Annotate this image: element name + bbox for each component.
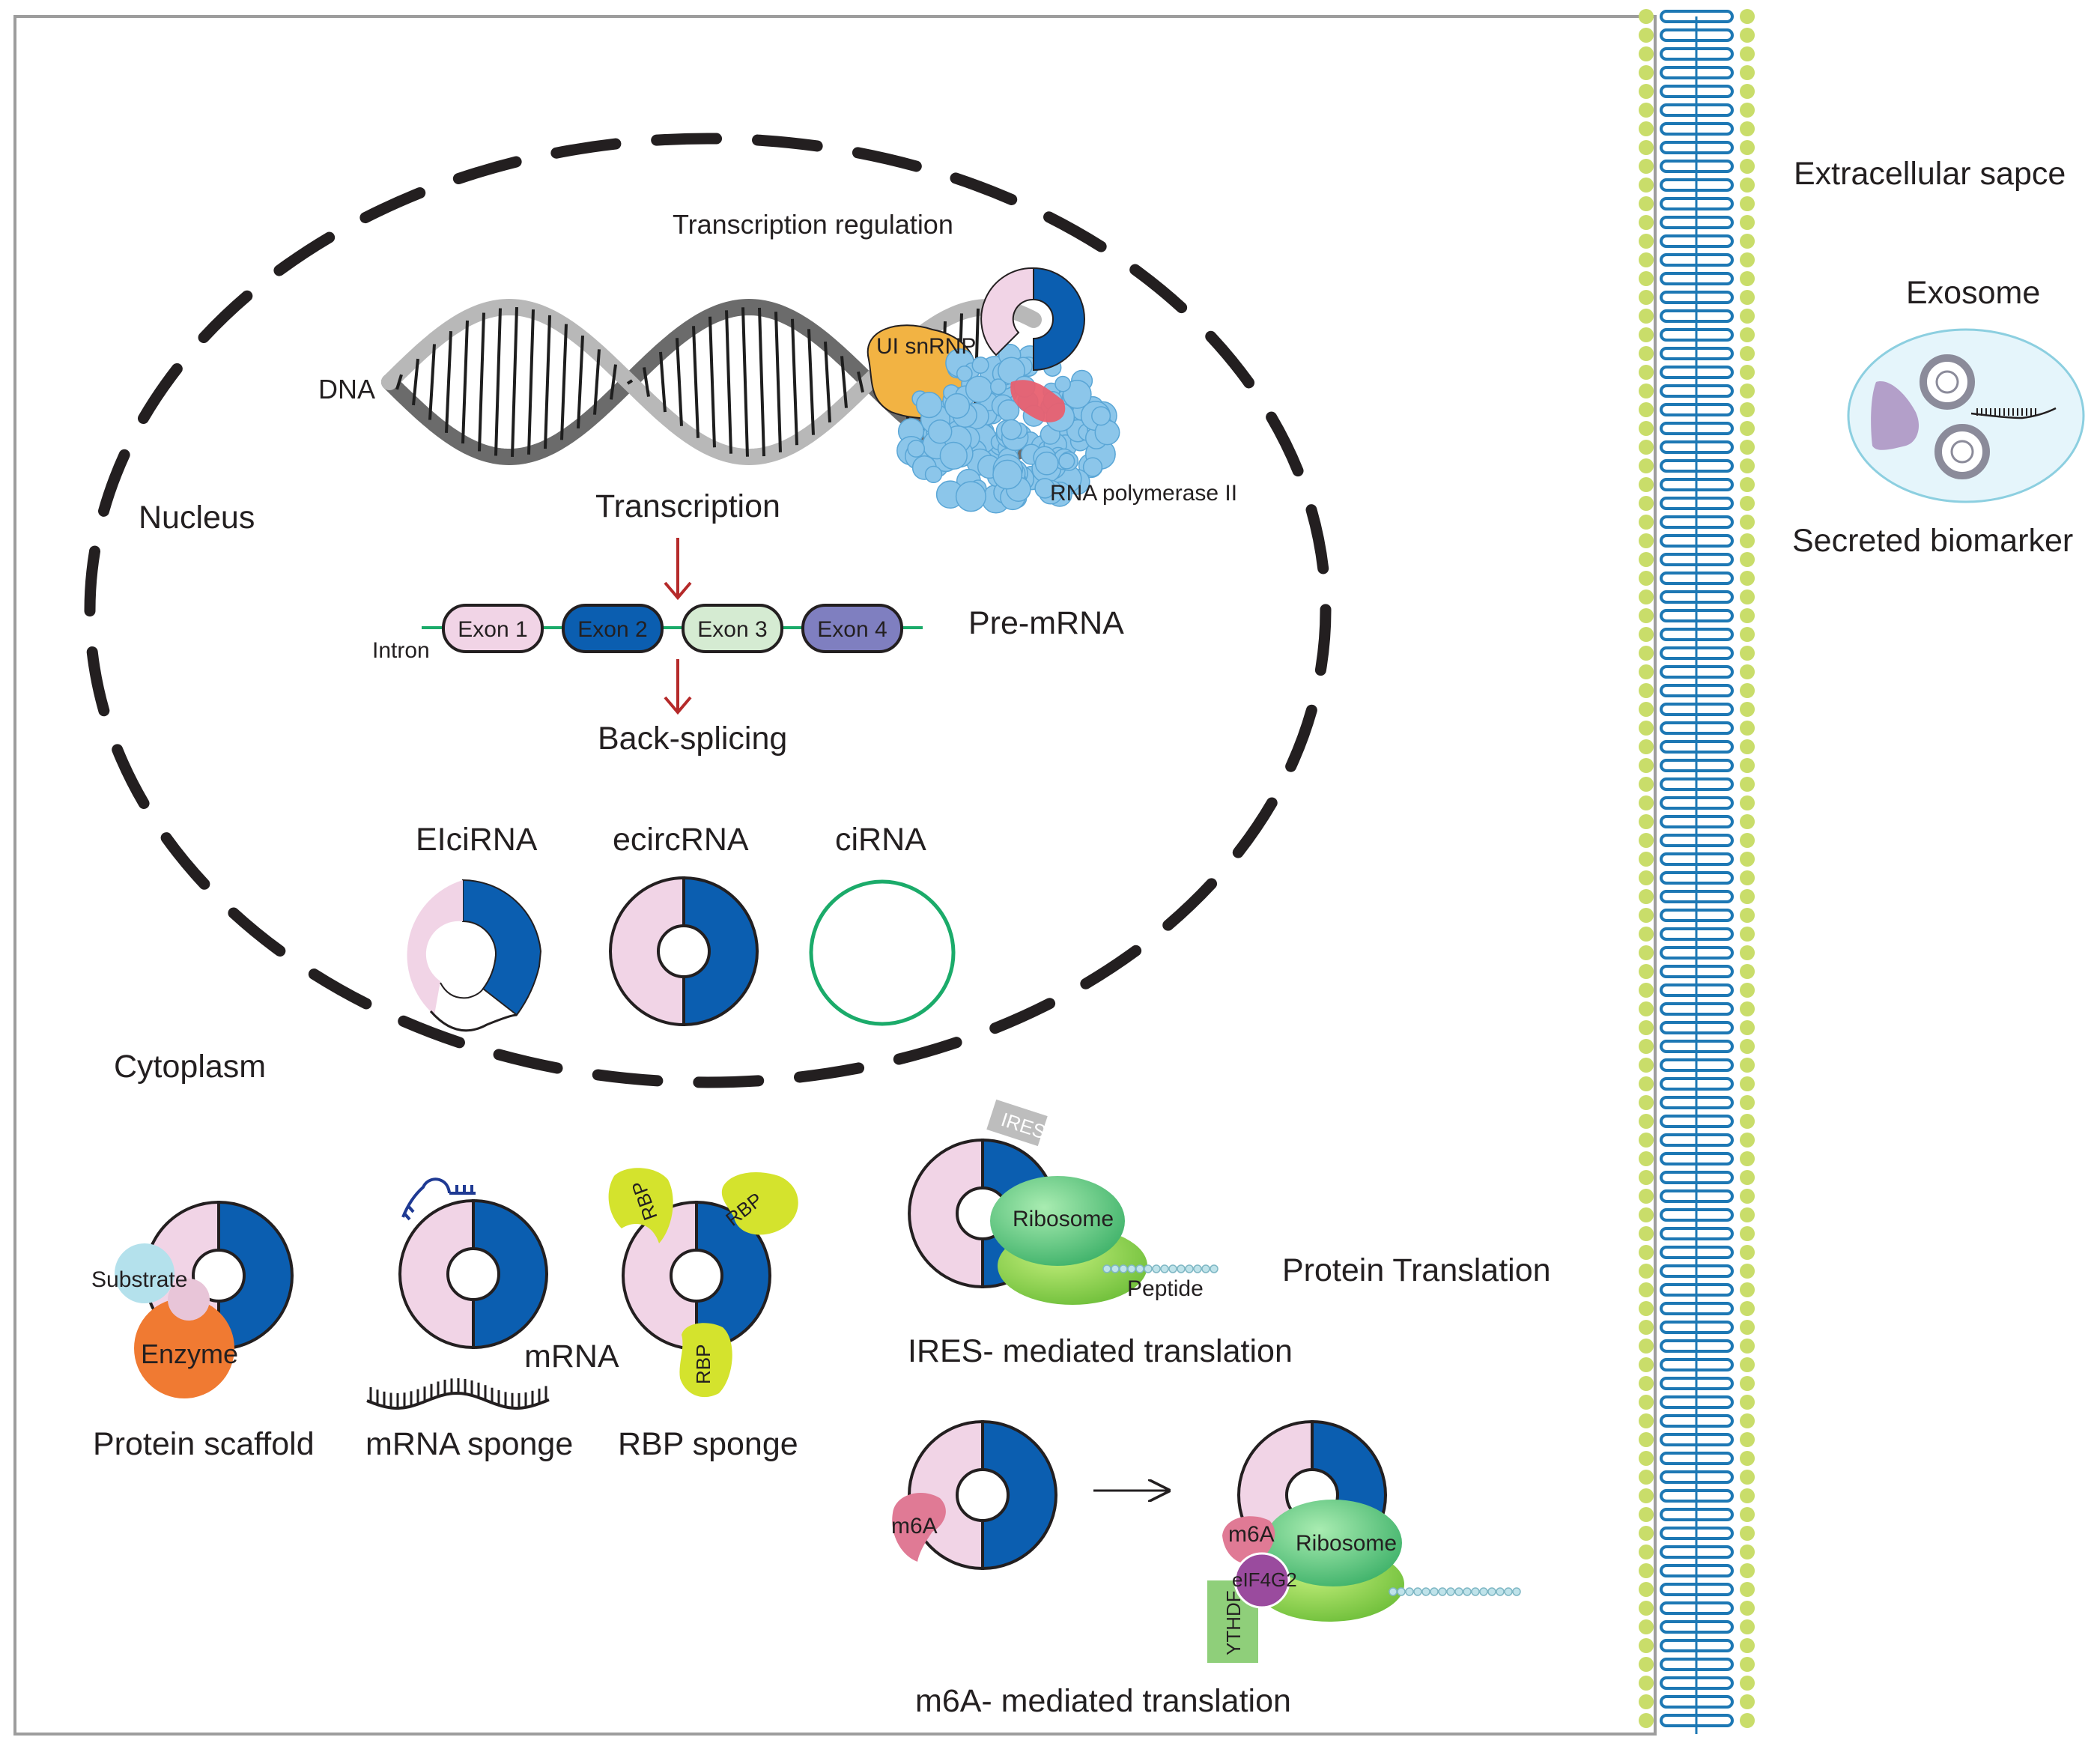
cirna-ring (809, 879, 956, 1026)
peptide-chain-m6a (1389, 1587, 1521, 1596)
exon-1-label: Exon 1 (458, 617, 527, 642)
m6a-ribosome (1254, 1500, 1404, 1622)
mrna-label: mRNA (524, 1339, 619, 1374)
mirna-hairpin-icon (401, 1177, 476, 1221)
enzyme-blob (134, 1298, 234, 1398)
substrate-connector (168, 1279, 210, 1321)
nucleus-label: Nucleus (139, 500, 255, 536)
ires-ribosome (990, 1176, 1147, 1305)
m6a-blob-right (1222, 1516, 1275, 1565)
cell-frame (13, 15, 1657, 1736)
transcription-arrow (664, 538, 692, 601)
dna-label: DNA (318, 374, 375, 404)
ires-translation-label: IRES- mediated translation (908, 1333, 1293, 1369)
rna-polymerase-ii (896, 343, 1120, 514)
enzyme-label: Enzyme (141, 1339, 238, 1369)
exosome-circrna-bottom-inner (1950, 440, 1974, 464)
extracellular-space-label: Extracellular sapce (1794, 156, 2066, 192)
polymerase-active-site (1010, 380, 1066, 422)
exosome-protein-icon (1871, 381, 1920, 450)
exon-4-label: Exon 4 (817, 617, 887, 642)
eif4g2-label: eIF4G2 (1232, 1568, 1297, 1591)
ribosome-label-m6a: Ribosome (1296, 1531, 1397, 1556)
rbp-sponge-label: RBP sponge (618, 1426, 798, 1462)
back-splicing-arrow (664, 659, 692, 715)
eif4g2-blob (1233, 1552, 1290, 1609)
exon-4-box (801, 604, 903, 653)
transcription-label: Transcription (595, 488, 780, 524)
exon-3-label: Exon 3 (697, 617, 767, 642)
eicirna-bound (980, 267, 1085, 372)
eicirna-ring (407, 879, 542, 1032)
m6a-label-left: m6A (891, 1514, 938, 1539)
ires-tag: IRES (986, 1099, 1049, 1147)
exon-2-label: Exon 2 (577, 617, 647, 642)
peptide-chain-ires (1102, 1264, 1219, 1273)
back-splicing-label: Back-splicing (598, 721, 787, 757)
m6a-blob-left (892, 1492, 946, 1562)
ecircrna-ring (609, 876, 759, 1027)
svg-text:RBP: RBP (692, 1345, 714, 1384)
exosome-vesicle (1847, 328, 2085, 503)
nucleus-boundary (84, 133, 1332, 1088)
ribosome-label-ires: Ribosome (1013, 1207, 1114, 1231)
substrate-label: Substrate (91, 1267, 187, 1292)
cytoplasm-label: Cytoplasm (114, 1049, 266, 1085)
mrna-sponge-ring (398, 1198, 548, 1350)
ecircrna-label: ecircRNA (613, 822, 749, 858)
transcription-regulation-label: Transcription regulation (673, 209, 953, 240)
ythdf-label: YTHDF (1222, 1590, 1245, 1655)
m6a-translation-label: m6A- mediated translation (915, 1683, 1291, 1719)
exosome-circrna-top-inner (1935, 370, 1959, 394)
cirna-label: ciRNA (835, 822, 926, 858)
cell-membrane (1639, 9, 1755, 1734)
mrna-strand-icon (366, 1378, 550, 1410)
protein-scaffold-label: Protein scaffold (93, 1426, 315, 1462)
exon-3-box (682, 604, 783, 653)
rna-pol-label: RNA polymerase II (1050, 481, 1237, 506)
exosome-rna-strand-icon (1970, 407, 2057, 419)
eicirna-label: EIciRNA (416, 822, 538, 858)
exon-2-box (562, 604, 664, 653)
protein-translation-label: Protein Translation (1282, 1252, 1551, 1288)
peptide-label: Peptide (1127, 1276, 1204, 1301)
exosome-label: Exosome (1906, 275, 2040, 311)
rbp-blob-left: RBP (608, 1168, 673, 1243)
intron-label: Intron (372, 638, 430, 663)
ui-snrnp-label: UI snRNP (876, 334, 976, 359)
m6a-label-right: m6A (1228, 1522, 1275, 1547)
substrate-blob (115, 1243, 175, 1303)
exon-1-box (442, 604, 544, 653)
rbp-blob-bottom: RBP (679, 1323, 732, 1398)
rbp-blob-right: RBP (721, 1172, 798, 1235)
secreted-biomarker-label: Secreted biomarker (1792, 523, 2073, 559)
pre-mrna-label: Pre-mRNA (968, 605, 1124, 641)
mrna-sponge-label: mRNA sponge (365, 1426, 573, 1462)
